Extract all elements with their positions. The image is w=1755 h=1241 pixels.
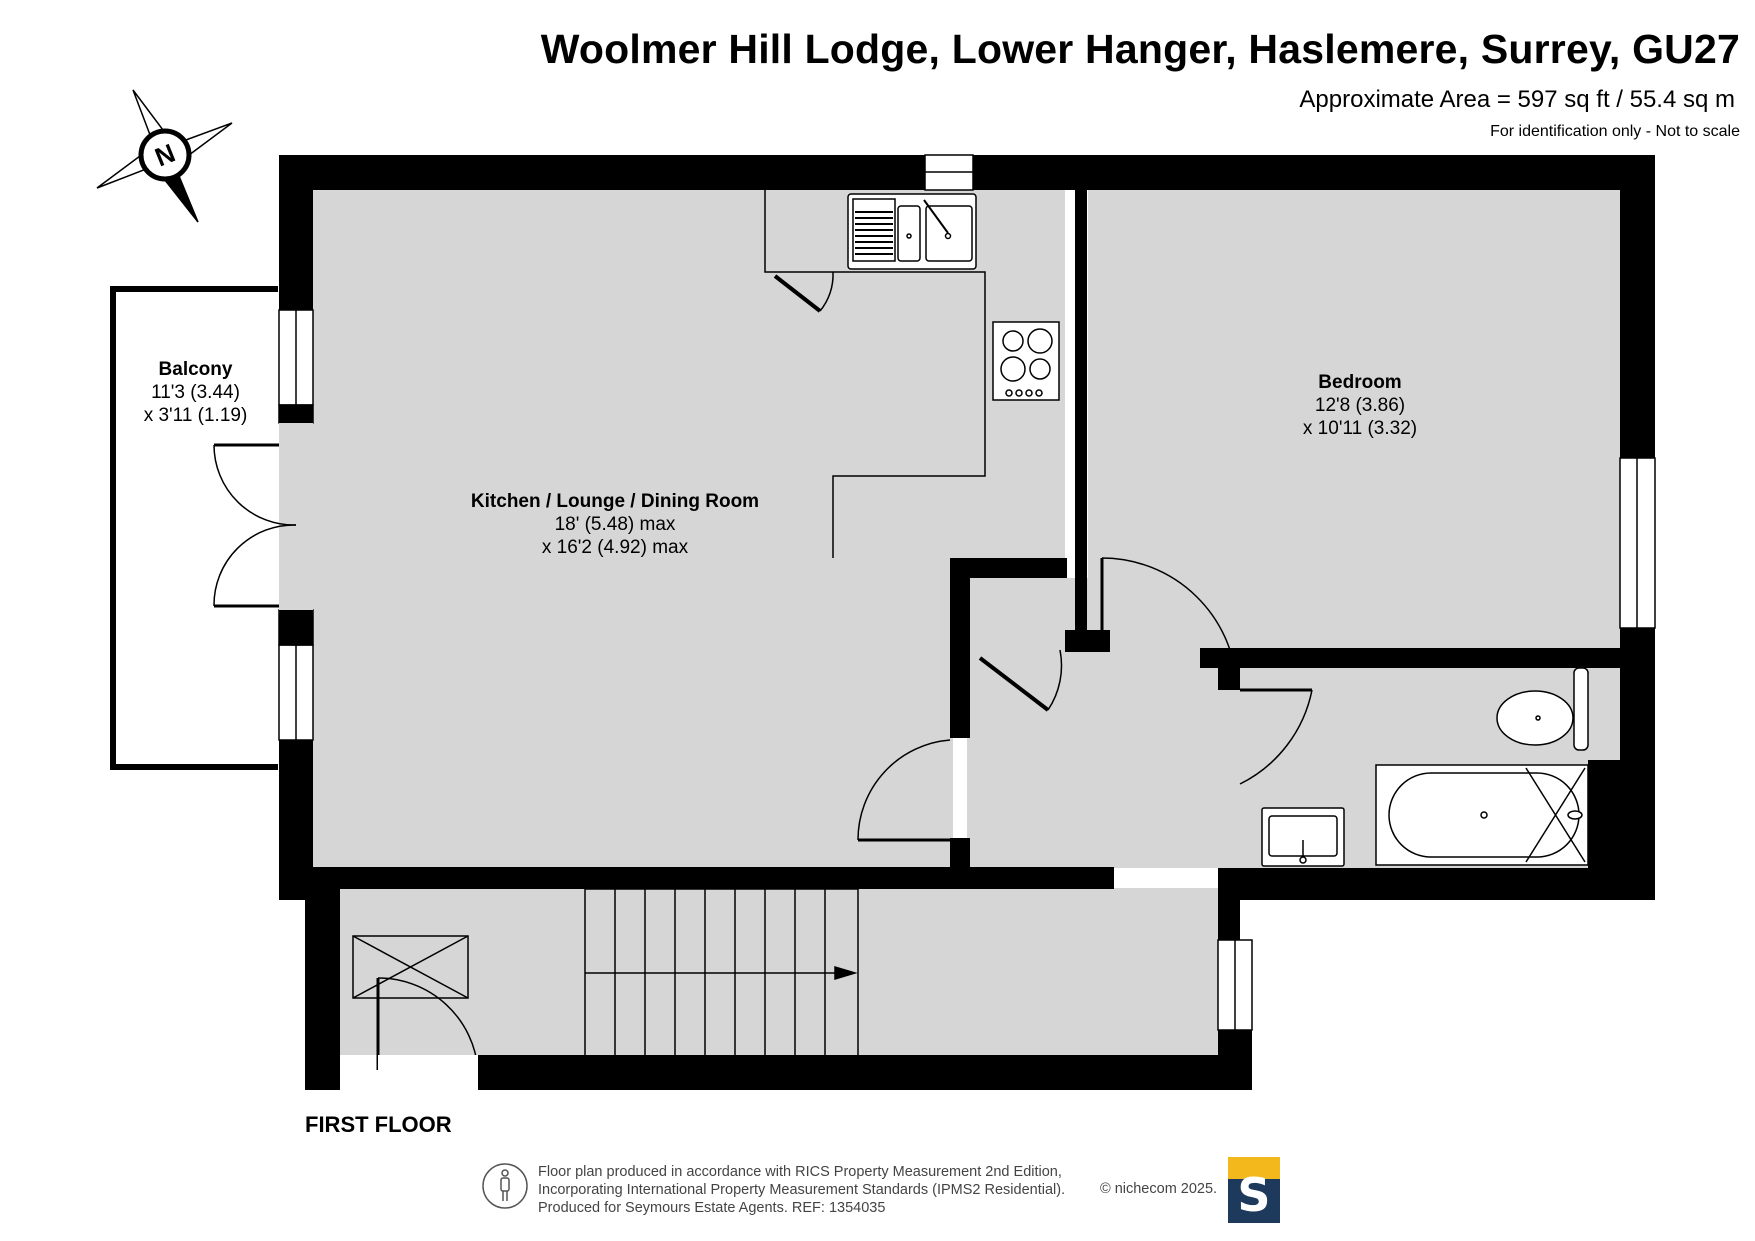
kitchen-name: Kitchen / Lounge / Dining Room <box>470 491 760 512</box>
landing-floor <box>340 888 1218 1055</box>
logo-letter: S <box>1237 1168 1271 1222</box>
bedroom-name: Bedroom <box>1318 372 1402 393</box>
kitchen-units <box>764 190 1060 558</box>
kitchen-dim2: x 16'2 (4.92) max <box>541 537 689 558</box>
footer-line-1: Floor plan produced in accordance with R… <box>538 1164 1062 1180</box>
measurement-standard-icon <box>482 1163 528 1209</box>
footer-line-2: Incorporating International Property Mea… <box>538 1182 1066 1198</box>
floor-label: FIRST FLOOR <box>305 1112 452 1137</box>
property-title: Woolmer Hill Lodge, Lower Hanger, Haslem… <box>540 26 1740 72</box>
bathroom-fixtures <box>1261 667 1589 867</box>
walls <box>279 155 1655 1090</box>
balcony-name: Balcony <box>158 359 233 380</box>
approximate-area: Approximate Area = 597 sq ft / 55.4 sq m <box>1299 86 1735 113</box>
balcony-dim2: x 3'11 (1.19) <box>143 405 248 426</box>
balcony-label: Balcony 11'3 (3.44) x 3'11 (1.19) <box>113 358 278 427</box>
floor-areas <box>113 190 1620 1055</box>
footer-disclaimer: Floor plan produced in accordance with R… <box>538 1163 1065 1217</box>
windows <box>278 154 1656 1031</box>
internal-doors <box>376 557 1313 1090</box>
bedroom-dim1: 12'8 (3.86) <box>1314 395 1406 416</box>
staircase <box>584 888 859 1057</box>
bedroom-label: Bedroom 12'8 (3.86) x 10'11 (3.32) <box>1240 371 1480 440</box>
loft-hatch <box>352 935 469 999</box>
kitchen-label: Kitchen / Lounge / Dining Room 18' (5.48… <box>400 490 830 559</box>
balcony-doors <box>213 404 314 646</box>
bedroom-dim2: x 10'11 (3.32) <box>1302 418 1418 439</box>
compass-icon: N <box>96 89 233 223</box>
kitchen-dim1: 18' (5.48) max <box>554 514 676 535</box>
scale-disclaimer: For identification only - Not to scale <box>1490 123 1740 140</box>
agent-logo: S <box>1228 1157 1280 1223</box>
balcony-floor <box>113 289 278 767</box>
bedroom-floor <box>1088 190 1620 648</box>
balcony-outline <box>110 286 278 770</box>
kitchen-floor <box>313 190 953 867</box>
balcony-dim1: 11'3 (3.44) <box>151 382 240 403</box>
logo-yellow-band <box>1228 1157 1280 1179</box>
footer-line-3: Produced for Seymours Estate Agents. REF… <box>538 1200 886 1216</box>
copyright-text: © nichecom 2025. <box>1100 1181 1218 1197</box>
